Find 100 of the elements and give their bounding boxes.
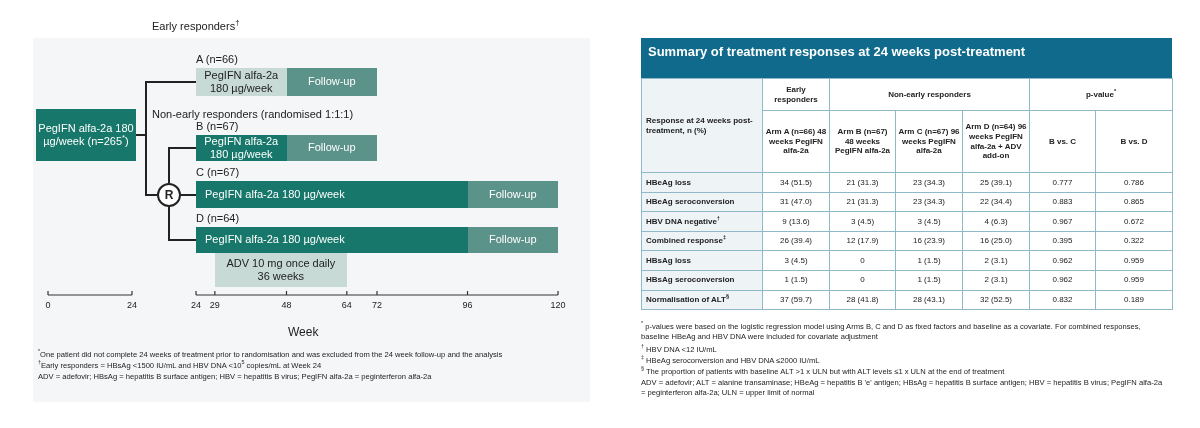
- tick-label: 120: [549, 300, 567, 310]
- connector-line: [168, 147, 197, 184]
- bar-label: Follow-up: [307, 141, 356, 155]
- table-cell: 4 (6.3): [962, 211, 1030, 232]
- adv-bar: [214, 253, 347, 287]
- table-cell: 25 (39.1): [962, 172, 1030, 193]
- treatment-bar: [196, 227, 468, 253]
- table-cell: 0.786: [1095, 172, 1173, 193]
- table-cell: 22 (34.4): [962, 192, 1030, 212]
- bar-label: PegIFN alfa-2a 180 µg/week: [205, 187, 345, 202]
- bar-label: PegIFN alfa-2a 180 µg/week: [205, 233, 345, 247]
- arm-label: B (n=67): [196, 120, 239, 132]
- table-cell: 0.959: [1095, 270, 1173, 291]
- column-header: Early responders: [762, 78, 830, 111]
- axis-title: Week: [288, 325, 319, 339]
- treatment-box: [36, 109, 136, 161]
- table-cell: 0.777: [1029, 172, 1096, 193]
- column-header: Arm B (n=67) 48 weeks PegIFN alfa-2a: [829, 110, 896, 173]
- column-header: Arm D (n=64) 96 weeks PegIFN alfa-2a + ADV add-on: [962, 110, 1030, 173]
- column-header: B vs. C: [1029, 110, 1096, 173]
- table-cell: 23 (34.3): [895, 172, 963, 193]
- table-cell: 31 (47.0): [762, 192, 830, 212]
- bar-label: Follow-up: [488, 187, 537, 202]
- table-cell: 0.962: [1029, 250, 1096, 271]
- column-header: Arm A (n=66) 48 weeks PegIFN alfa-2a: [762, 110, 830, 173]
- table-cell: 0: [829, 270, 896, 291]
- tick-label: 64: [340, 300, 353, 310]
- row-label: HBeAg loss: [641, 172, 763, 193]
- table-cell: 32 (52.5): [962, 290, 1030, 310]
- tick-label: 0: [44, 300, 52, 310]
- tick-label: 48: [280, 300, 293, 310]
- table-cell: 23 (34.3): [895, 192, 963, 212]
- table-cell: 1 (1.5): [895, 250, 963, 271]
- table-cell: 34 (51.5): [762, 172, 830, 193]
- table-cell: 0: [829, 250, 896, 271]
- tick-label: 72: [371, 300, 383, 310]
- tick-label: 24: [126, 300, 138, 310]
- table-cell: 3 (4.5): [762, 250, 830, 271]
- group-heading: Non-early responders (randomised 1:1:1): [152, 108, 354, 120]
- table-cell: 0.883: [1029, 192, 1096, 212]
- bar-label: PegIFN alfa-2a 180 µg/week: [203, 134, 280, 162]
- row-label: HBV DNA negative$^{†}$: [641, 211, 763, 232]
- row-label: Normalisation of ALT$^{§}$: [641, 290, 763, 310]
- bar-label: Follow-up: [307, 75, 356, 89]
- table-cell: 12 (17.9): [829, 231, 896, 251]
- table-cell: 21 (31.3): [829, 192, 896, 212]
- treatment-bar: [196, 68, 287, 96]
- circle-label: R: [164, 187, 174, 203]
- group-heading: Early responders$^{†}$: [152, 20, 240, 32]
- table-cell: 0.322: [1095, 231, 1173, 251]
- table-cell: 1 (1.5): [895, 270, 963, 291]
- row-label: Combined response$^{‡}$: [641, 231, 763, 251]
- table-cell: 0.189: [1095, 290, 1173, 310]
- table-cell: 3 (4.5): [895, 211, 963, 232]
- table-cell: 21 (31.3): [829, 172, 896, 193]
- table-cell: 9 (13.6): [762, 211, 830, 232]
- bar-label: PegIFN alfa-2a 180 µg/week (n=265$^{*}$): [37, 121, 135, 149]
- column-header: Non-early responders: [829, 78, 1030, 111]
- arm-label: A (n=66): [196, 53, 238, 65]
- table-cell: 28 (41.8): [829, 290, 896, 310]
- tick-label: 29: [208, 300, 221, 310]
- treatment-bar: [196, 135, 287, 161]
- table-cell: 3 (4.5): [829, 211, 896, 232]
- arm-label: D (n=64): [196, 212, 240, 224]
- table-cell: 0.865: [1095, 192, 1173, 212]
- bar-label: PegIFN alfa-2a 180 µg/week: [203, 68, 280, 96]
- connector-line: [168, 206, 197, 241]
- column-header: Arm C (n=67) 96 weeks PegIFN alfa-2a: [895, 110, 963, 173]
- table-cell: 2 (3.1): [962, 250, 1030, 271]
- tick-label: 96: [461, 300, 474, 310]
- column-header: B vs. D: [1095, 110, 1173, 173]
- table-cell: 28 (43.1): [895, 290, 963, 310]
- row-header: Response at 24 weeks post-treatment, n (%): [641, 78, 763, 173]
- table-cell: 0.962: [1029, 270, 1096, 291]
- table-cell: 2 (3.1): [962, 270, 1030, 291]
- table-cell: 37 (59.7): [762, 290, 830, 310]
- connector-line: [135, 134, 158, 196]
- row-label: HBsAg loss: [641, 250, 763, 271]
- bar-label: Follow-up: [488, 233, 537, 247]
- table-cell: 16 (23.9): [895, 231, 963, 251]
- table-cell: 16 (25.0): [962, 231, 1030, 251]
- table-title: Summary of treatment responses at 24 weeks post-treatment: [641, 38, 1172, 78]
- bar-label: ADV 10 mg once daily 36 weeks: [225, 256, 337, 284]
- arm-label: C (n=67): [196, 166, 240, 178]
- column-header: p-value$^{*}$: [1029, 78, 1173, 111]
- row-label: HBsAg seroconversion: [641, 270, 763, 291]
- tick-label: 24: [190, 300, 202, 310]
- follow-up-bar: [467, 181, 558, 208]
- table-cell: 1 (1.5): [762, 270, 830, 291]
- follow-up-bar: [286, 68, 377, 96]
- table-cell: 0.672: [1095, 211, 1173, 232]
- table-cell: 0.967: [1029, 211, 1096, 232]
- connector-line: [180, 194, 197, 196]
- table-cell: 26 (39.4): [762, 231, 830, 251]
- table-cell: 0.959: [1095, 250, 1173, 271]
- follow-up-bar: [467, 227, 558, 253]
- follow-up-bar: [286, 135, 377, 161]
- treatment-bar: [196, 181, 468, 208]
- row-label: HBeAg seroconversion: [641, 192, 763, 212]
- table-cell: 0.395: [1029, 231, 1096, 251]
